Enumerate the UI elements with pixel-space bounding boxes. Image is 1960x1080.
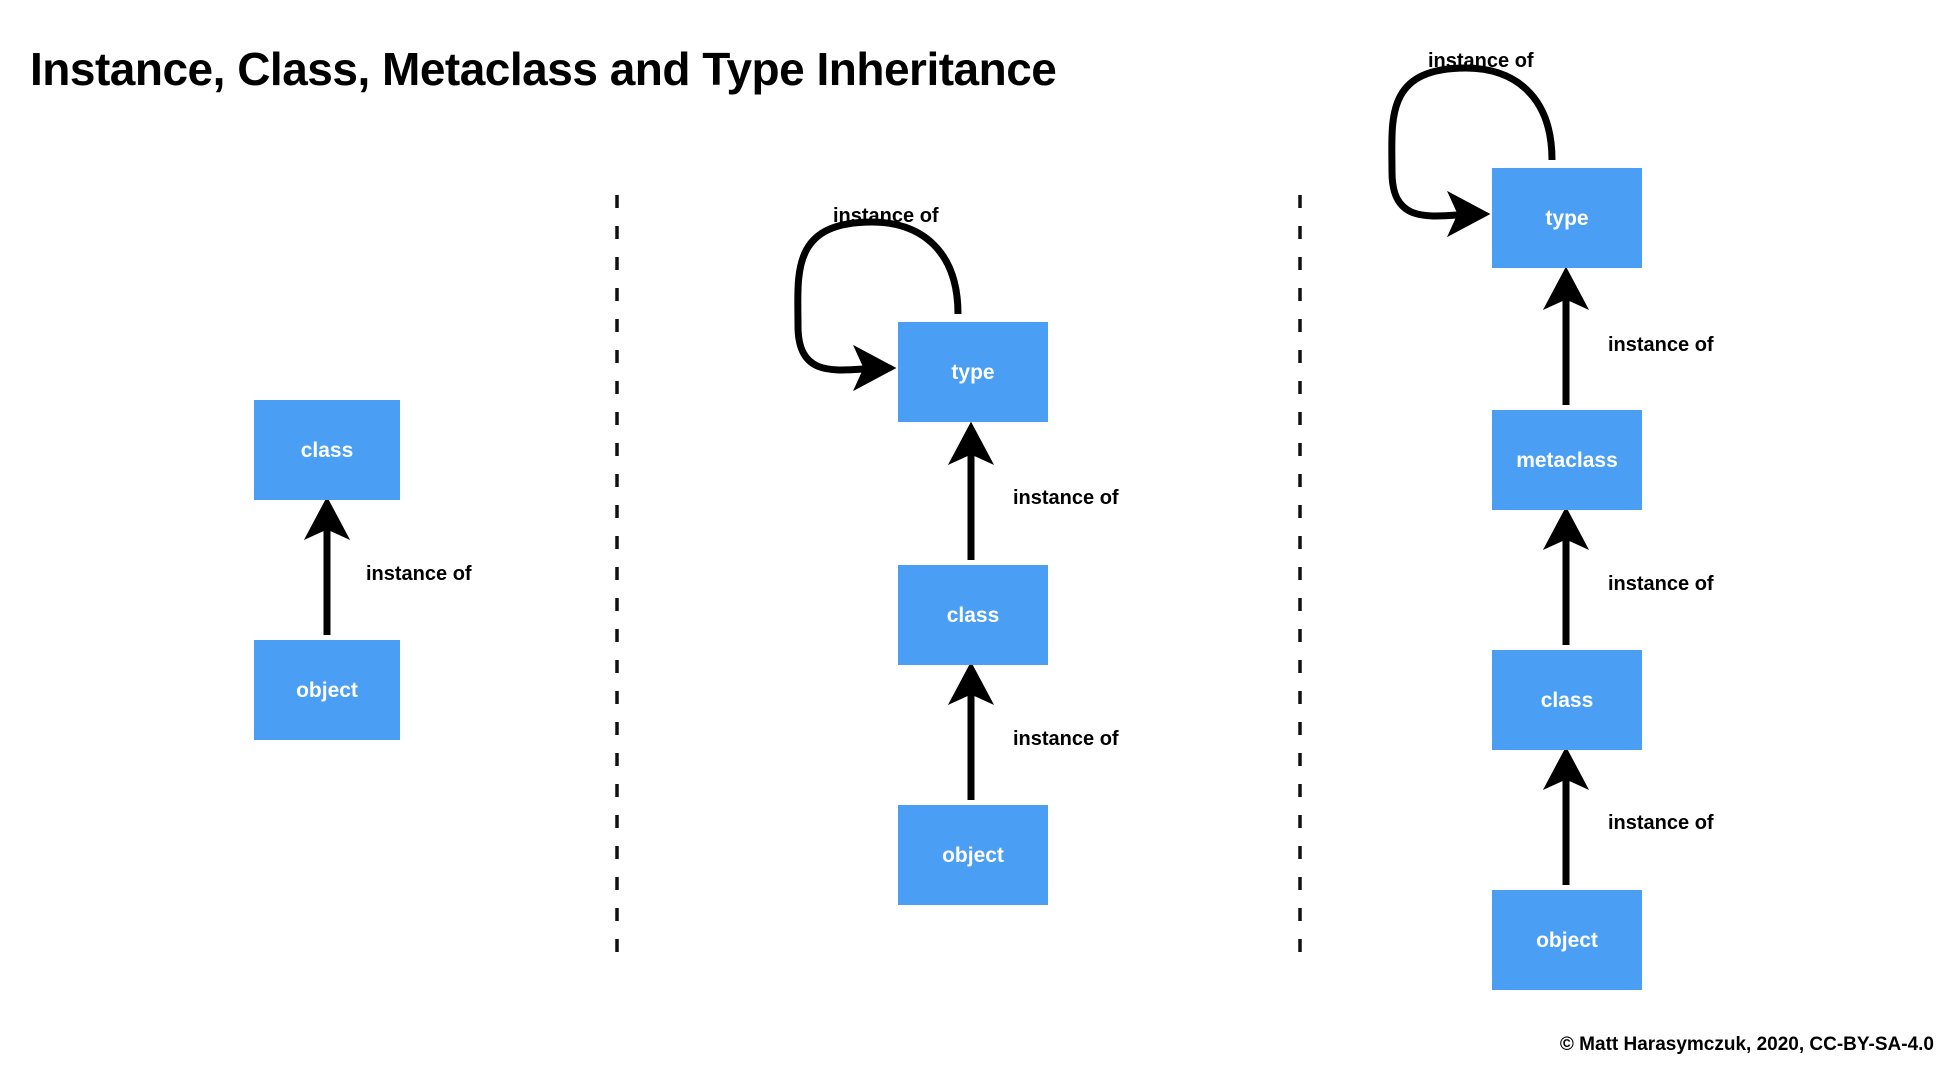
- edge-label-instance-of: instance of: [1013, 728, 1119, 750]
- edge-label-instance-of: instance of: [1608, 573, 1714, 595]
- node-type[interactable]: type: [1492, 168, 1642, 268]
- node-label: class: [946, 603, 1000, 627]
- node-object[interactable]: object: [254, 640, 400, 740]
- edge-label-instance-of: instance of: [1428, 50, 1534, 72]
- node-class[interactable]: class: [254, 400, 400, 500]
- edge-label-instance-of: instance of: [1608, 812, 1714, 834]
- node-type[interactable]: type: [898, 322, 1048, 422]
- edge-label-instance-of: instance of: [366, 563, 472, 585]
- node-label: class: [1540, 688, 1594, 712]
- node-label: type: [951, 360, 995, 384]
- node-label: object: [1536, 928, 1598, 952]
- node-label: object: [942, 843, 1004, 867]
- node-metaclass[interactable]: metaclass: [1492, 410, 1642, 510]
- node-label: class: [300, 438, 354, 462]
- node-class[interactable]: class: [1492, 650, 1642, 750]
- node-label: type: [1545, 206, 1589, 230]
- node-label: object: [296, 678, 358, 702]
- node-object[interactable]: object: [1492, 890, 1642, 990]
- edge-label-instance-of: instance of: [1013, 487, 1119, 509]
- edge-label-instance-of: instance of: [1608, 334, 1714, 356]
- node-label: metaclass: [1516, 448, 1618, 472]
- page-title: Instance, Class, Metaclass and Type Inhe…: [30, 43, 1057, 95]
- node-class[interactable]: class: [898, 565, 1048, 665]
- copyright-credit: © Matt Harasymczuk, 2020, CC-BY-SA-4.0: [1559, 1034, 1934, 1055]
- node-object[interactable]: object: [898, 805, 1048, 905]
- edge-label-instance-of: instance of: [833, 205, 939, 227]
